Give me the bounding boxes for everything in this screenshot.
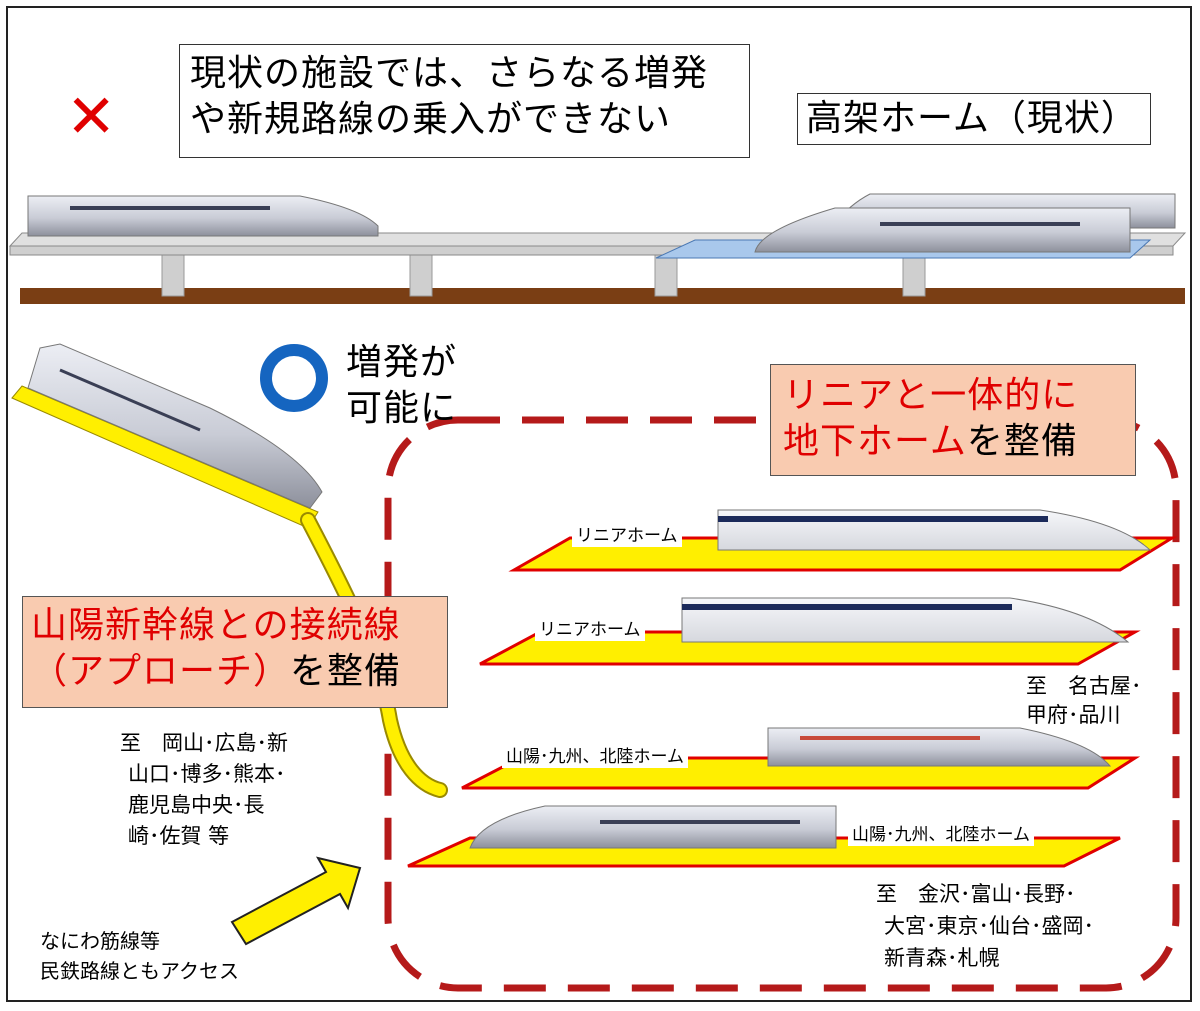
underground-heading-box: リニアと一体的に 地下ホームを整備 [770, 364, 1136, 476]
platform-label: リニアホーム [572, 525, 682, 547]
connection-heading-black: を整備 [290, 651, 402, 692]
connection-heading-red: （アプローチ） [31, 651, 291, 692]
connection-heading-line1: 山陽新幹線との接続線 [31, 605, 401, 646]
train-approach [27, 343, 323, 509]
linear-destinations-line: 至 名古屋･ [1026, 674, 1142, 698]
west-destinations-line: 崎･佐賀 等 [128, 824, 230, 848]
platform-label: 山陽･九州、北陸ホーム [502, 746, 688, 768]
train-top-left [27, 195, 379, 237]
west-destinations: 至 岡山･広島･新 山口･博多･熊本･ 鹿児島中央･長 崎･佐賀 等 [120, 728, 288, 852]
hokuriku-destinations: 至 金沢･富山･長野･ 大宮･東京･仙台･盛岡･ 新青森･札幌 [876, 878, 1094, 974]
west-destinations-line: 鹿児島中央･長 [128, 793, 265, 817]
linear-destinations: 至 名古屋･ 甲府･品川 [1026, 672, 1142, 730]
status-message-box: 現状の施設では、さらなる増発 や新規路線の乗入ができない [179, 44, 750, 158]
good-text: 増発が 可能に [346, 340, 457, 432]
connection-heading-box: 山陽新幹線との接続線 （アプローチ）を整備 [22, 596, 448, 708]
access-note-line: なにわ筋線等 [40, 929, 160, 953]
status-message-line1: 現状の施設では、さらなる増発 [190, 53, 709, 94]
underground-heading-red: 地下ホーム [783, 421, 967, 462]
underground-heading-line1: リニアと一体的に [783, 375, 1079, 416]
good-text-line2: 可能に [346, 388, 458, 429]
access-note-line: 民鉄路線ともアクセス [40, 959, 239, 983]
hokuriku-destinations-line: 新青森･札幌 [884, 946, 1000, 970]
diagram-frame [6, 6, 1192, 1002]
good-text-line1: 増発が [346, 342, 458, 383]
hokuriku-destinations-line: 大宮･東京･仙台･盛岡･ [884, 914, 1094, 938]
bad-mark-icon: ✕ [66, 82, 117, 152]
platform-label: 山陽･九州、北陸ホーム [848, 824, 1034, 846]
current-platform-label: 高架ホーム（現状） [797, 93, 1151, 145]
connection-heading-line2: （アプローチ）を整備 [31, 649, 439, 695]
ground-strip [20, 288, 1185, 304]
underground-heading-black: を整備 [966, 421, 1078, 462]
west-destinations-line: 山口･博多･熊本･ [128, 762, 286, 786]
access-note: なにわ筋線等 民鉄路線ともアクセス [40, 926, 239, 986]
west-destinations-line: 至 岡山･広島･新 [120, 731, 288, 755]
platform-label: リニアホーム [535, 619, 645, 641]
train-top-right-front [754, 207, 1131, 253]
hokuriku-destinations-line: 至 金沢･富山･長野･ [876, 882, 1076, 906]
status-message-line2: や新規路線の乗入ができない [190, 99, 672, 140]
linear-destinations-line: 甲府･品川 [1026, 703, 1121, 727]
underground-heading-line2: 地下ホームを整備 [783, 419, 1123, 465]
access-arrow [230, 856, 362, 946]
good-mark-icon [260, 344, 328, 412]
